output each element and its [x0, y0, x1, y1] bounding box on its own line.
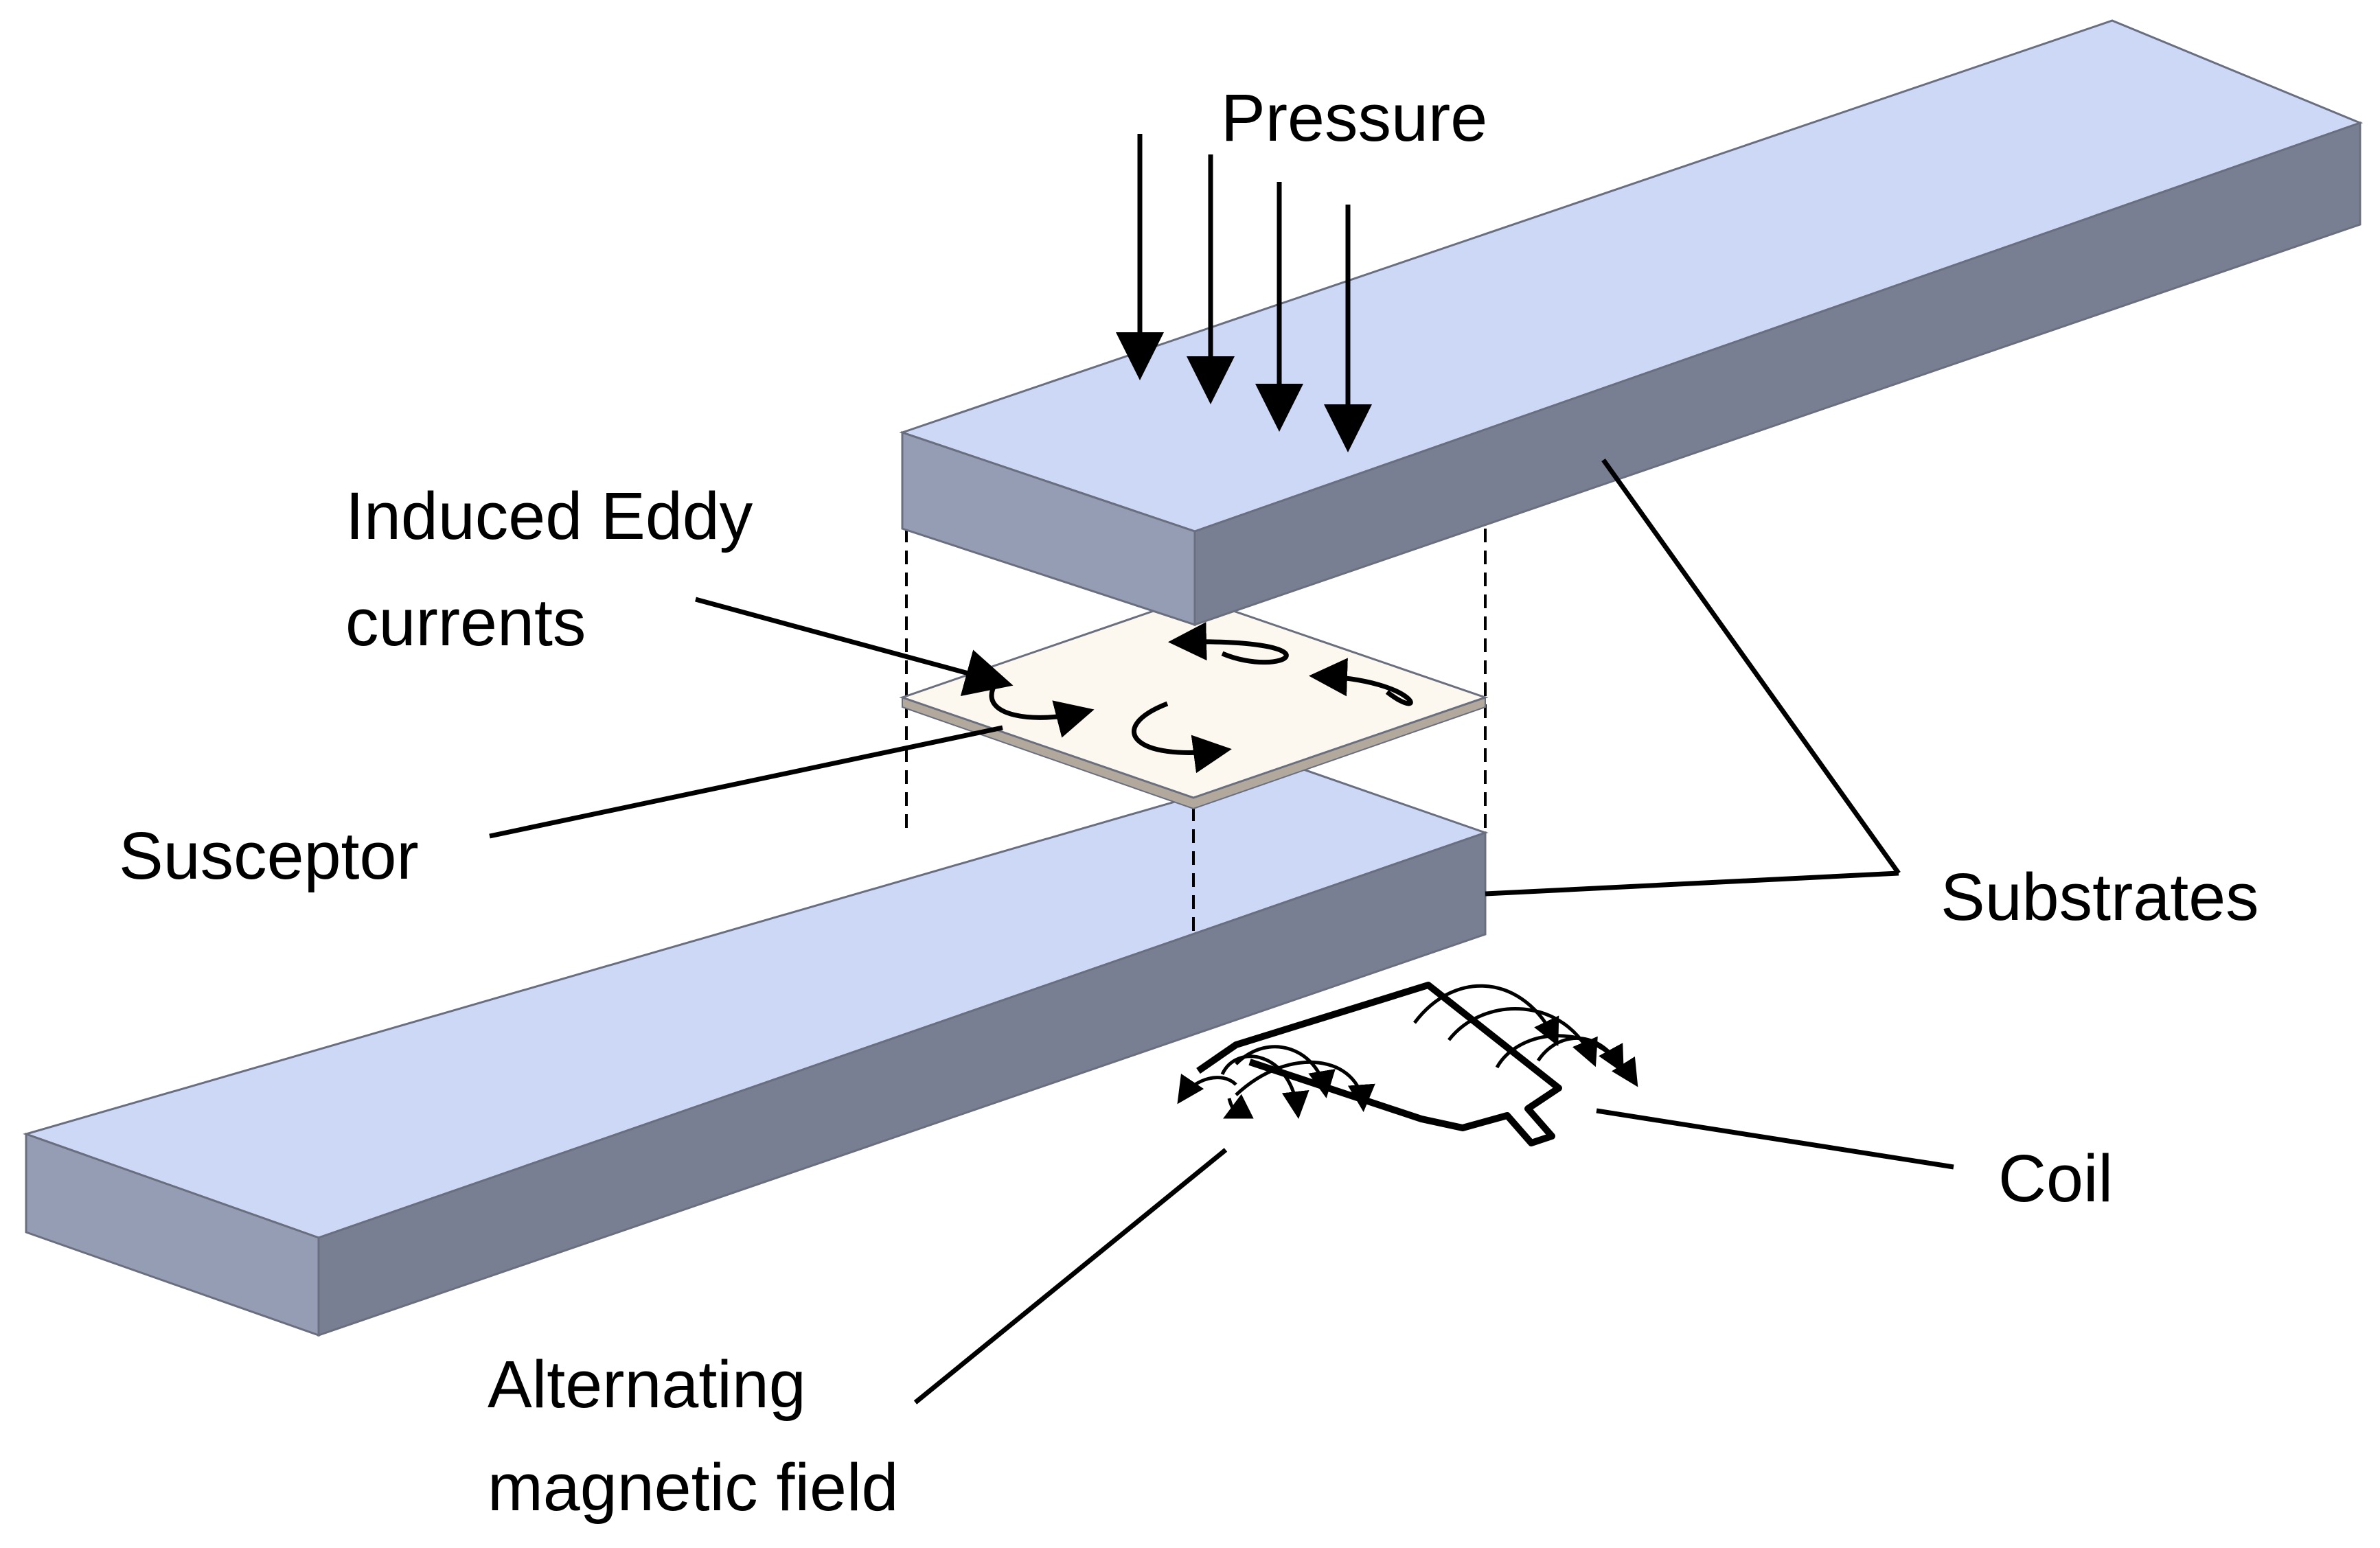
- lower-substrate: [23, 765, 1489, 1337]
- leader-eddy: [695, 597, 1014, 697]
- leader-coil: [1596, 1108, 1954, 1170]
- leader-substrates-upper: [1601, 458, 1901, 875]
- upper-substrate-side: [1193, 121, 2361, 627]
- label-susceptor: Susceptor: [119, 818, 419, 893]
- pressure-arrows: [1116, 134, 1372, 452]
- coil: [1177, 982, 1638, 1146]
- label-field-line2: magnetic field: [488, 1450, 898, 1525]
- susceptor-top: [899, 596, 1489, 799]
- upper-substrate: [899, 19, 2364, 627]
- leader-susceptor: [489, 725, 1003, 839]
- lower-substrate-side: [317, 831, 1487, 1337]
- label-eddy-line1: Induced Eddy: [345, 478, 753, 553]
- leader-field: [913, 1148, 1228, 1405]
- leader-lines: [489, 458, 1954, 1405]
- coil-loop: [1196, 982, 1562, 1146]
- magnetic-field-arcs: [1177, 984, 1638, 1119]
- leader-substrates-lower: [1485, 870, 1899, 897]
- label-eddy-line2: currents: [345, 585, 586, 660]
- label-substrates: Substrates: [1941, 859, 2259, 934]
- label-pressure: Pressure: [1221, 80, 1487, 155]
- susceptor: [899, 596, 1489, 810]
- label-field-line1: Alternating: [488, 1347, 806, 1422]
- label-coil: Coil: [1998, 1141, 2113, 1216]
